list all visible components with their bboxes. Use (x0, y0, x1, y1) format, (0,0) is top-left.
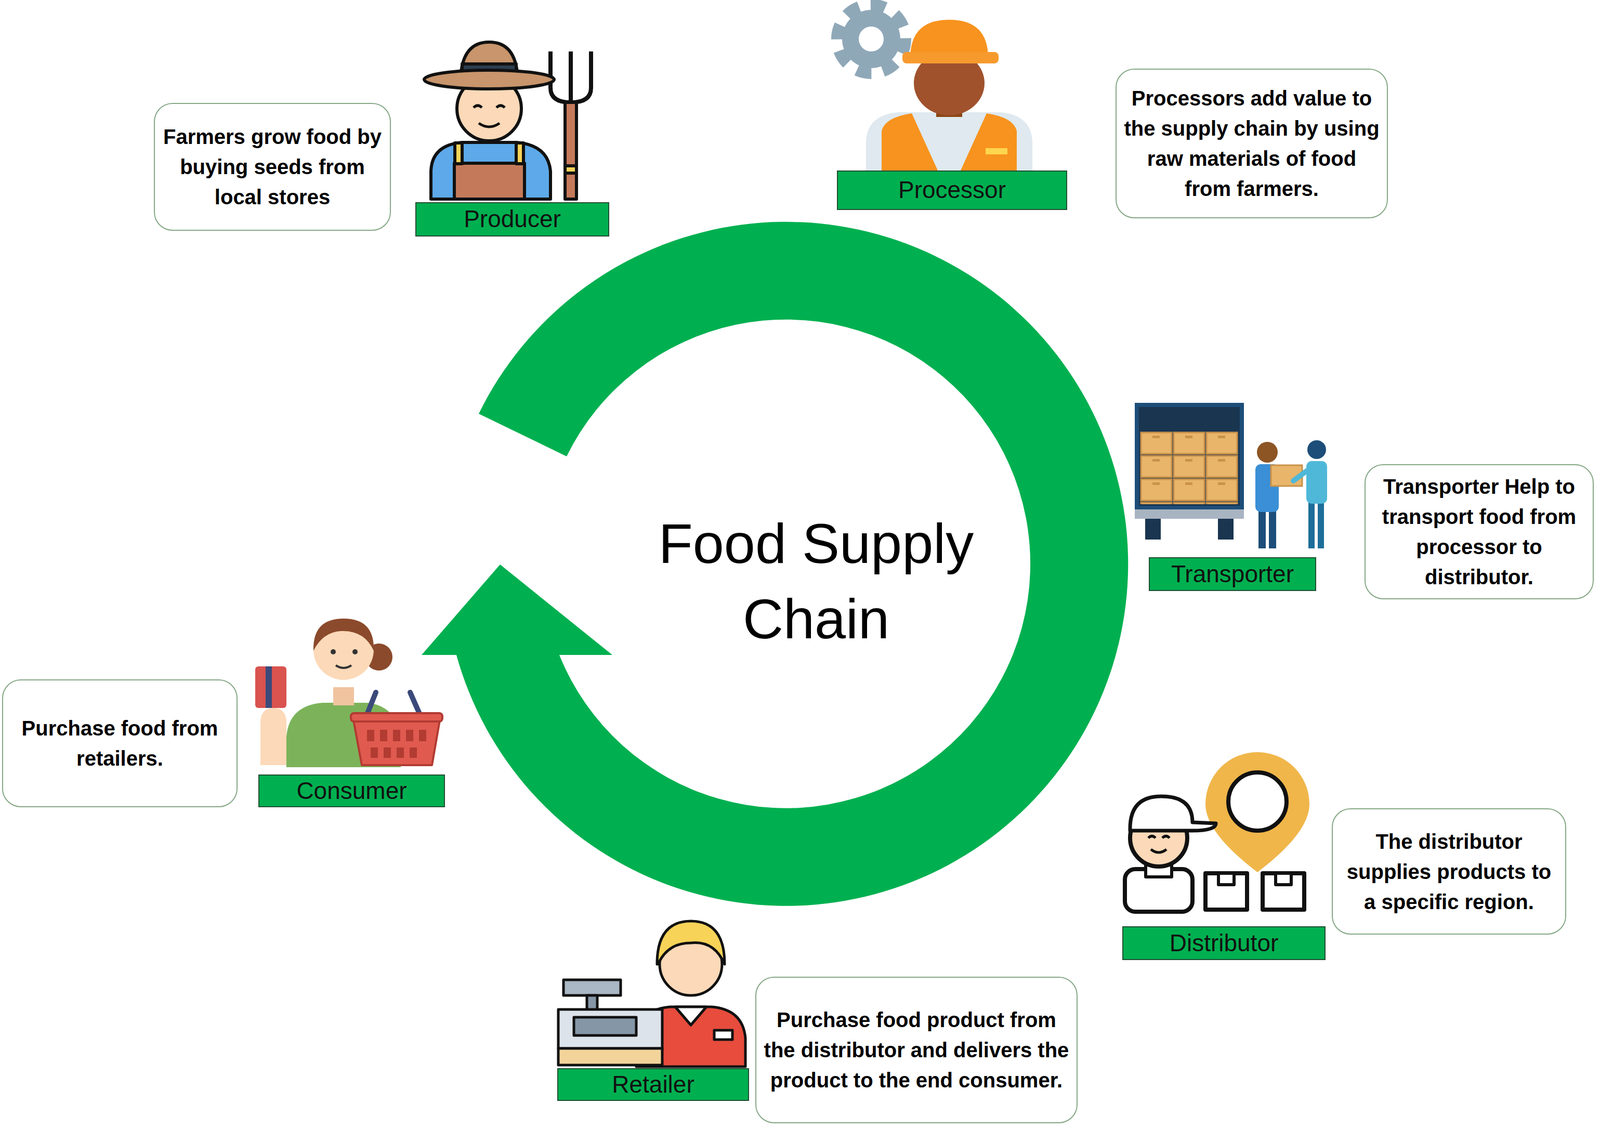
node-text: Transporter Help to transport food from … (1372, 471, 1586, 593)
farmer-icon (424, 42, 592, 200)
node-text: Retailer (611, 1070, 695, 1099)
role-label: Processor (836, 170, 1068, 211)
cycle-band (456, 221, 1129, 907)
processor-icon (837, 5, 1033, 171)
diagram-title: Food Supply Chain (608, 506, 1025, 657)
description-box: Processors add value to the supply chain… (1115, 68, 1388, 219)
node-text: Distributor (1169, 928, 1279, 958)
node-text: The distributor supplies products to a s… (1340, 826, 1558, 917)
distributor-icon (1124, 752, 1310, 912)
node-text: Processor (898, 175, 1006, 205)
cycle-arrow (421, 221, 1129, 907)
description-box: The distributor supplies products to a s… (1331, 808, 1567, 935)
role-label: Transporter (1148, 557, 1317, 592)
description-box: Purchase food product from the distribut… (755, 976, 1078, 1124)
node-text: Producer (463, 204, 561, 234)
description-box: Purchase food from retailers. (2, 679, 238, 808)
description-box: Farmers grow food by buying seeds from l… (153, 102, 391, 231)
role-label: Producer (415, 202, 610, 237)
transporter-icon (1134, 402, 1328, 549)
description-box: Transporter Help to transport food from … (1364, 464, 1594, 600)
node-text: Purchase food from retailers. (10, 713, 230, 774)
arrow-head (421, 564, 613, 655)
node-text: Farmers grow food by buying seeds from l… (162, 121, 383, 213)
node-text: Transporter (1171, 559, 1294, 589)
node-text: Purchase food product from the distribut… (763, 1004, 1070, 1096)
role-label: Distributor (1122, 926, 1326, 961)
node-text: Consumer (296, 776, 407, 806)
node-text: Processors add value to the supply chain… (1123, 83, 1380, 204)
retailer-icon (558, 921, 746, 1067)
role-label: Retailer (557, 1068, 750, 1101)
consumer-icon (255, 618, 443, 768)
role-label: Consumer (258, 774, 445, 808)
